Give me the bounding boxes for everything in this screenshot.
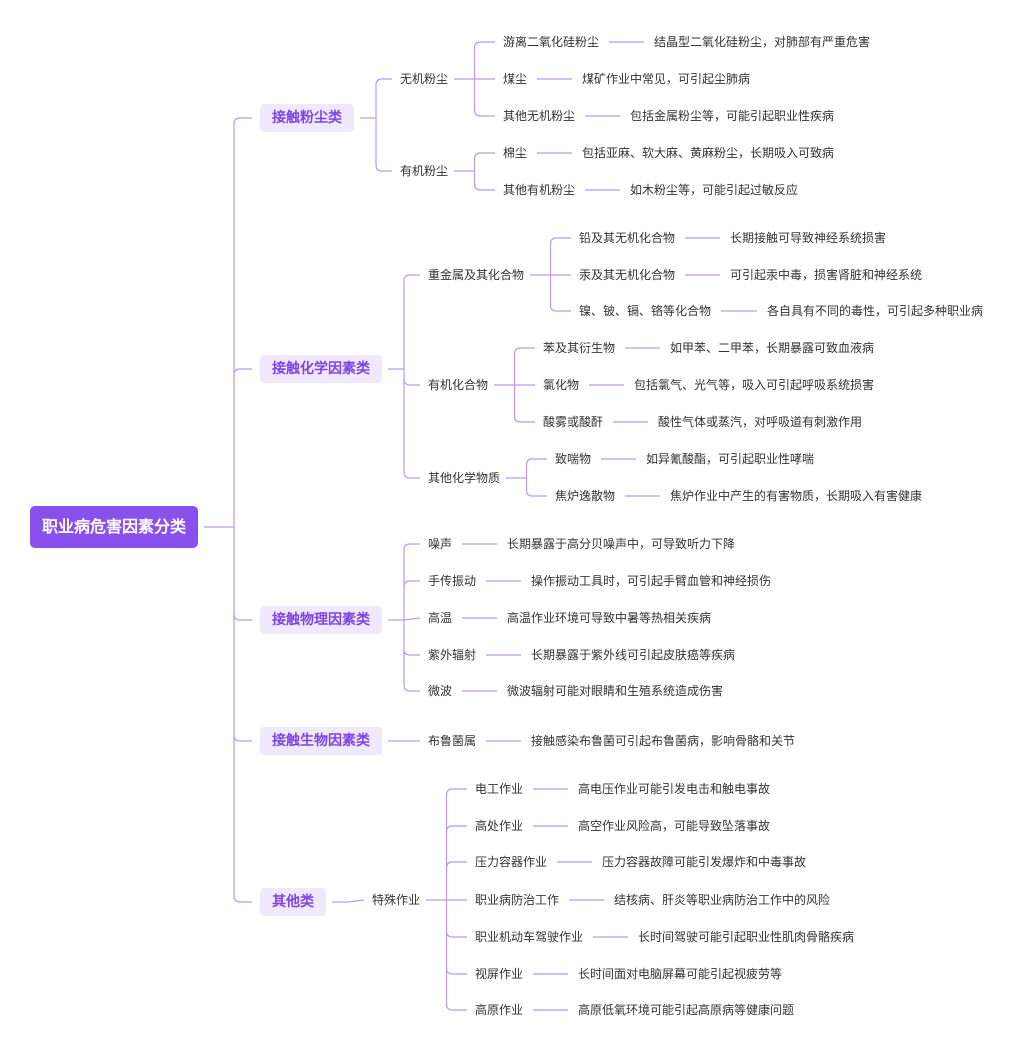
item-microwave: 微波: [428, 684, 453, 698]
item-coal-dust: 煤尘: [503, 72, 528, 86]
desc-microwave: 微波辐射可能对眼睛和生殖系统造成伤害: [507, 684, 724, 698]
item-hand-vibration: 手传振动: [428, 574, 477, 588]
item-high-temperature: 高温: [428, 611, 453, 625]
group-organic-dust: 有机粉尘: [400, 164, 449, 178]
item-pressure-vessel: 压力容器作业: [475, 855, 548, 869]
item-screen-work: 视屏作业: [475, 967, 524, 981]
connector-line: [473, 183, 495, 191]
item-other-inorganic-dust: 其他无机粉尘: [503, 109, 576, 123]
item-plateau-work: 高原作业: [475, 1003, 524, 1017]
group-heavy-metals: 重金属及其化合物: [428, 268, 525, 282]
connector-line: [445, 967, 467, 975]
connector-line: [445, 861, 467, 869]
connector-line: [233, 613, 252, 621]
connector-line: [473, 41, 495, 49]
item-mercury: 汞及其无机化合物: [579, 268, 676, 282]
desc-cotton-dust: 包括亚麻、软大麻、黄麻粉尘，长期吸入可致病: [582, 146, 835, 160]
item-nickel-compounds: 镍、铍、镉、铬等化合物: [579, 304, 712, 318]
item-chloride: 氯化物: [543, 378, 580, 392]
desc-disease-prevention: 结核病、肝炎等职业病防治工作中的风险: [614, 893, 831, 907]
desc-electrical-work: 高电压作业可能引发电击和触电事故: [578, 782, 771, 796]
desc-other-inorganic-dust: 包括金属粉尘等，可能引起职业性疾病: [630, 109, 835, 123]
category-other: 其他类: [260, 888, 326, 916]
desc-noise: 长期暴露于高分贝噪声中，可导致听力下降: [507, 537, 736, 551]
item-uv-radiation: 紫外辐射: [428, 648, 477, 662]
desc-benzene: 如甲苯、二甲苯，长期暴露可致血液病: [670, 341, 875, 355]
item-work-at-height: 高处作业: [475, 819, 524, 833]
connector-line: [549, 304, 571, 312]
item-vehicle-driving: 职业机动车驾驶作业: [475, 930, 584, 944]
item-brucella: 布鲁菌属: [428, 734, 477, 748]
connector-line: [403, 471, 420, 479]
connector-line: [403, 648, 420, 656]
connector-line: [549, 237, 571, 245]
item-silica-dust: 游离二氧化硅粉尘: [503, 35, 600, 49]
desc-other-organic-dust: 如木粉尘等，可能引起过敏反应: [630, 183, 799, 197]
connector-line: [445, 788, 467, 796]
connector-line: [403, 543, 420, 551]
connector-line: [445, 825, 467, 833]
root-node: 职业病危害因素分类: [30, 506, 199, 548]
group-inorganic-dust: 无机粉尘: [400, 72, 449, 86]
category-chemical: 接触化学因素类: [260, 355, 382, 383]
connector-line: [473, 109, 495, 117]
item-noise: 噪声: [428, 537, 453, 551]
connector-line: [233, 117, 252, 125]
desc-plateau-work: 高原低氧环境可能引起高原病等健康问题: [578, 1003, 795, 1017]
connector-line: [525, 489, 547, 497]
connector-line: [403, 684, 420, 692]
item-electrical-work: 电工作业: [475, 782, 524, 796]
item-disease-prevention: 职业病防治工作: [475, 893, 560, 907]
item-benzene: 苯及其衍生物: [543, 341, 616, 355]
connector-line: [375, 78, 392, 86]
connector-line: [473, 152, 495, 160]
item-coke-oven-emissions: 焦炉逸散物: [555, 489, 616, 503]
connector-line: [445, 1003, 467, 1011]
desc-vehicle-driving: 长时间驾驶可能引起职业性肌肉骨骼疾病: [638, 930, 855, 944]
desc-nickel-compounds: 各自具有不同的毒性，可引起多种职业病: [767, 304, 984, 318]
desc-acid-mist: 酸性气体或蒸汽，对呼吸道有刺激作用: [658, 415, 863, 429]
group-organic-compounds: 有机化合物: [428, 378, 489, 392]
group-special-operations: 特殊作业: [372, 893, 421, 907]
category-dust: 接触粉尘类: [260, 104, 354, 132]
item-acid-mist: 酸雾或酸酐: [543, 415, 604, 429]
connector-line: [375, 164, 392, 172]
connector-line: [513, 415, 535, 423]
desc-brucella: 接触感染布鲁菌可引起布鲁菌病，影响骨骼和关节: [531, 734, 796, 748]
item-lead: 铅及其无机化合物: [579, 231, 676, 245]
desc-lead: 长期接触可导致神经系统损害: [730, 231, 887, 245]
desc-pressure-vessel: 压力容器故障可能引发爆炸和中毒事故: [602, 855, 807, 869]
connector-line: [233, 368, 252, 376]
desc-uv-radiation: 长期暴露于紫外线可引起皮肤癌等疾病: [531, 648, 736, 662]
desc-coal-dust: 煤矿作业中常见，可引起尘肺病: [582, 72, 751, 86]
connector-line: [403, 378, 420, 386]
connector-line: [233, 734, 252, 742]
desc-mercury: 可引起汞中毒，损害肾脏和神经系统: [730, 268, 923, 282]
connector-line: [403, 580, 420, 588]
item-cotton-dust: 棉尘: [503, 146, 528, 160]
group-other-chemicals: 其他化学物质: [428, 471, 501, 485]
desc-hand-vibration: 操作振动工具时，可引起手臂血管和神经损伤: [531, 574, 772, 588]
item-other-organic-dust: 其他有机粉尘: [503, 183, 576, 197]
category-biological: 接触生物因素类: [260, 727, 382, 755]
desc-high-temperature: 高温作业环境可导致中暑等热相关疾病: [507, 611, 712, 625]
desc-silica-dust: 结晶型二氧化硅粉尘，对肺部有严重危害: [654, 35, 871, 49]
desc-asthmagen: 如异氰酸酯，可引起职业性哮喘: [646, 452, 815, 466]
connector-line: [403, 617, 421, 621]
connector-line: [445, 930, 467, 938]
item-asthmagen: 致喘物: [555, 452, 592, 466]
desc-coke-oven-emissions: 焦炉作业中产生的有害物质，长期吸入有害健康: [670, 489, 923, 503]
connector-line: [347, 899, 365, 903]
desc-chloride: 包括氯气、光气等，吸入可引起呼吸系统损害: [634, 378, 875, 392]
category-physical: 接触物理因素类: [260, 606, 382, 634]
connector-line: [403, 274, 420, 282]
desc-screen-work: 长时间面对电脑屏幕可能引起视疲劳等: [578, 967, 783, 981]
desc-work-at-height: 高空作业风险高，可能导致坠落事故: [578, 819, 771, 833]
connector-line: [513, 347, 535, 355]
connector-line: [233, 895, 252, 903]
connector-line: [525, 458, 547, 466]
